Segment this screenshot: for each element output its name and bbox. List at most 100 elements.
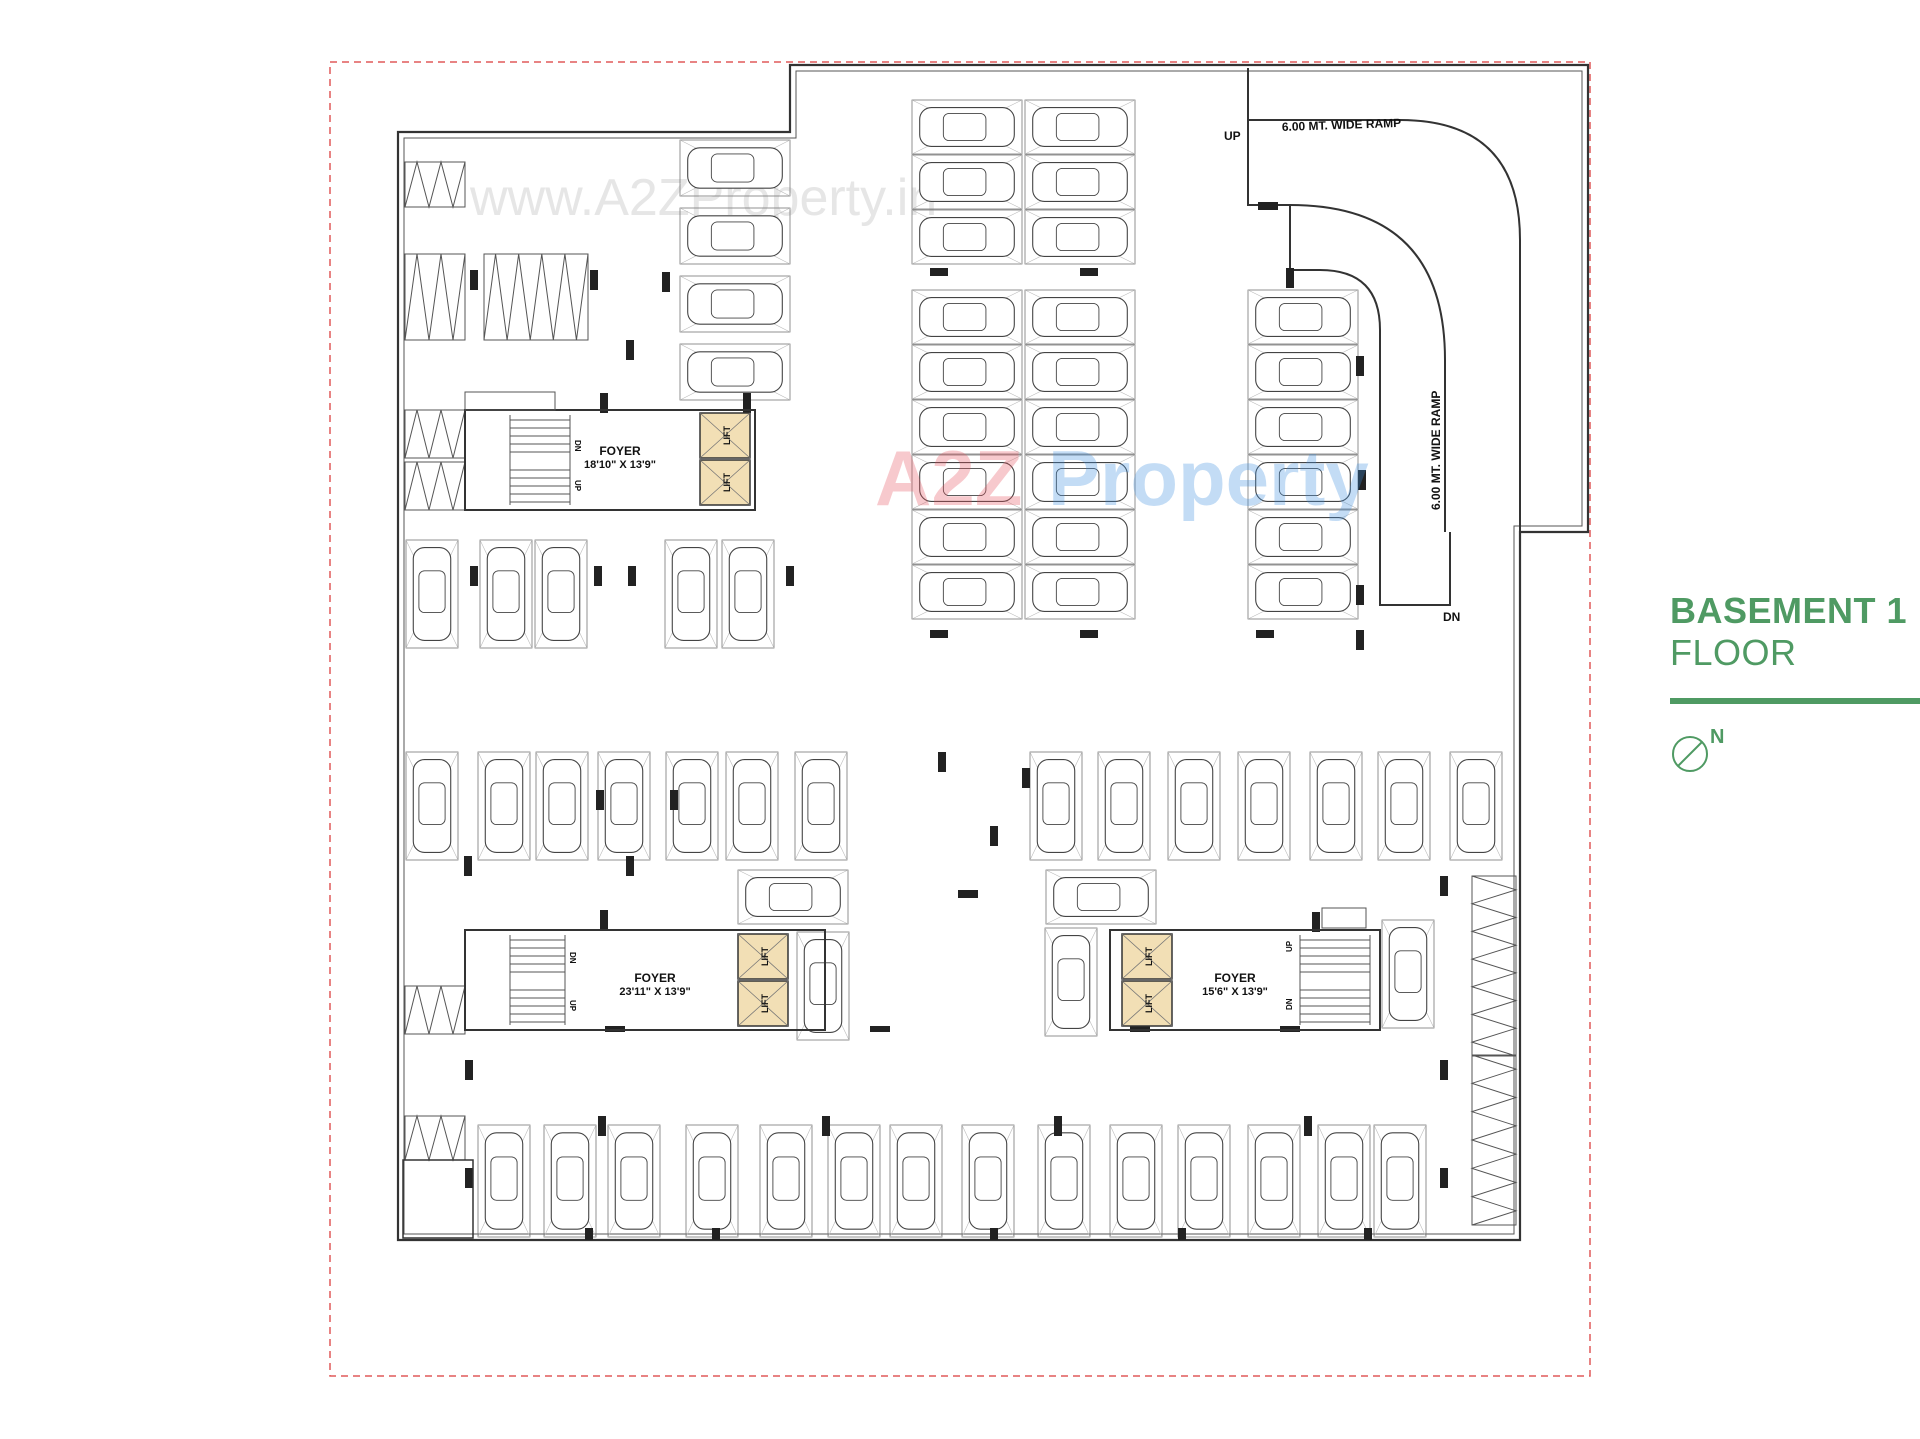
shaft [1470,875,1518,1057]
column [594,566,602,586]
parking-bay [911,154,1023,210]
parking-bay [679,139,791,197]
watermark-logo: A2Z Property [875,434,1369,522]
shaft [404,985,466,1035]
parking-bay [1309,751,1363,861]
column [1440,876,1448,896]
lift-label: LIFT [760,994,770,1013]
floor-title: BASEMENT 1 [1670,590,1908,631]
core-south-west: DN UP FOYER 23'11" X 13'9" LIFT LIFT [464,929,826,1031]
parking-bay [796,931,850,1041]
column [1440,1060,1448,1080]
column [1358,470,1366,490]
parking-bay [1247,344,1359,400]
column [590,270,598,290]
lift-label: LIFT [722,473,732,492]
column [626,856,634,876]
parking-bay [1247,509,1359,565]
stair-up-label: UP [1285,940,1294,952]
foyer-label: FOYER [1214,971,1256,985]
parking-bay [1029,751,1083,861]
parking-bay [1024,454,1136,510]
parking-bay [1097,751,1151,861]
column [465,1060,473,1080]
ramp-structure [1247,68,1521,606]
foyer-size: 23'11" X 13'9" [619,986,690,998]
parking-bay [665,751,719,861]
parking-bay [1044,927,1098,1037]
parking-bay [1024,399,1136,455]
parking-bay [1024,509,1136,565]
parking-bay [759,1124,813,1238]
column [470,270,478,290]
parking-bay [479,539,533,649]
shaft [483,253,589,341]
core-south-east: LIFT LIFT FOYER 15'6" X 13'9" UP DN [1109,907,1381,1031]
parking-bay [535,751,589,861]
parking-bay [1381,919,1435,1029]
column [1054,1116,1062,1136]
parking-bay [477,751,531,861]
parking-bay [1045,869,1157,925]
parking-bay [679,207,791,265]
ramp-side-label: 6.00 MT. WIDE RAMP [1429,391,1443,510]
shaft [404,253,466,341]
utility-room [402,1159,474,1239]
parking-bay [1247,1124,1301,1238]
column [1080,630,1098,638]
column [662,272,670,292]
parking-bay [911,344,1023,400]
column [938,752,946,772]
column [712,1228,720,1240]
foyer-size: 15'6" X 13'9" [1202,986,1268,998]
column [465,1168,473,1188]
column [470,566,478,586]
parking-bay [1377,751,1431,861]
parking-bay [607,1124,661,1238]
column [1022,768,1030,788]
compass-icon [1672,736,1708,772]
parking-bay [1024,289,1136,345]
parking-bay [405,539,459,649]
parking-bay [534,539,588,649]
parking-bay [1024,99,1136,155]
stair-dn-label: DN [1285,998,1294,1010]
column [1440,1168,1448,1188]
foyer-label: FOYER [599,444,641,458]
column [585,1228,593,1240]
column [930,268,948,276]
parking-bay [1024,154,1136,210]
watermark-part-a: A2Z [875,434,1022,522]
parking-bay [679,343,791,401]
parking-bay [737,869,849,925]
staircase [1299,935,1371,1025]
lift-label: LIFT [722,426,732,445]
shaft [1470,1054,1518,1226]
core-north-west: DN UP FOYER 18'10" X 13'9" LIFT LIFT [464,391,756,511]
column [1080,268,1098,276]
parking-bay [1247,289,1359,345]
column [743,393,751,413]
column [930,630,948,638]
parking-bay [1449,751,1503,861]
parking-bay [543,1124,597,1238]
parking-bay [911,509,1023,565]
north-compass: N [1670,726,1730,780]
parking-bay [1373,1124,1427,1238]
column [1356,356,1364,376]
title-divider [1670,698,1920,704]
parking-bay [679,275,791,333]
parking-bay [477,1124,531,1238]
parking-bay [1247,564,1359,620]
drawing-title-block: BASEMENT 1 FLOOR N [1670,590,1920,772]
parking-bay [1247,399,1359,455]
stair-dn-label: DN [568,952,577,964]
parking-bay [1167,751,1221,861]
parking-bay [664,539,718,649]
parking-bay [1024,209,1136,265]
parking-bay [1024,344,1136,400]
column [1356,630,1364,650]
lift-label: LIFT [760,947,770,966]
floor-subtitle: FLOOR [1670,632,1797,673]
